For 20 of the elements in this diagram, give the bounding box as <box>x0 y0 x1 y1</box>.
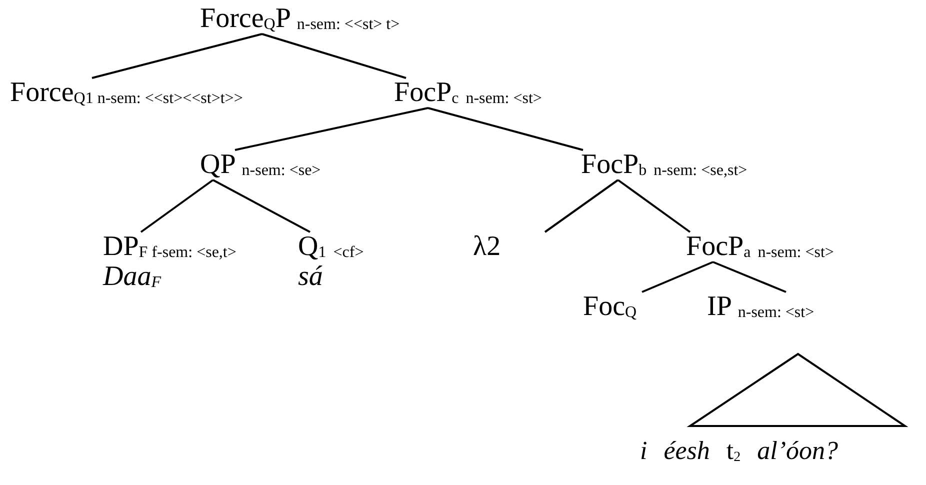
category-label: λ2 <box>473 232 501 262</box>
tree-branch <box>712 261 786 293</box>
tree-branch <box>617 179 691 233</box>
tree-branch <box>642 261 714 293</box>
category-label: Force$_{Q1 n-sem: <<st><<st>t>>}$ <box>10 78 243 108</box>
tree-branch <box>140 179 214 233</box>
word-label: Daa$_{F}$ <box>103 262 162 292</box>
word-label: sá <box>298 262 324 292</box>
tree-branch <box>212 179 310 233</box>
category-label: IP $_{n-sem: <st>}$ <box>707 292 814 322</box>
category-label: Foc$_{Q}$ <box>583 292 637 322</box>
tree-branch <box>92 33 262 79</box>
category-label: QP $_{n-sem: <se>}$ <box>200 150 321 180</box>
sentence-text: i éesh t$_{2}$ al’óon? <box>640 436 840 466</box>
category-label: Force$_{Q}$P $_{n-sem: <<st> t>}$ <box>200 4 400 34</box>
category-label: DP$_{F f-sem: <se,t>}$ <box>103 232 236 262</box>
tree-branch <box>262 33 406 79</box>
tree-branch <box>234 107 428 151</box>
tree-branch <box>544 179 619 233</box>
tree-branch <box>428 107 584 151</box>
